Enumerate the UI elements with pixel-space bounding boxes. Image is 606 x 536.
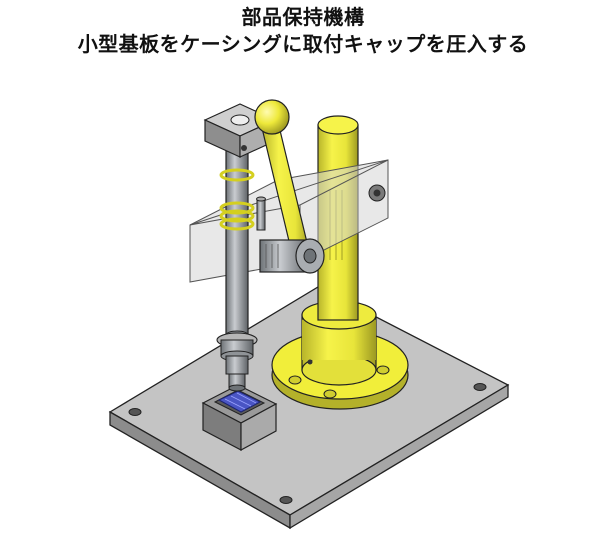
title-line-1: 部品保持機構 bbox=[241, 5, 365, 29]
support-column bbox=[271, 115, 409, 410]
pcb-board bbox=[217, 390, 262, 413]
spring bbox=[219, 168, 255, 231]
title-line-2: 小型基板をケーシングに取付キャップを圧入する bbox=[77, 32, 529, 56]
press-chuck bbox=[216, 332, 258, 392]
pcb-nest bbox=[201, 384, 278, 452]
pivot-cam bbox=[259, 238, 325, 274]
